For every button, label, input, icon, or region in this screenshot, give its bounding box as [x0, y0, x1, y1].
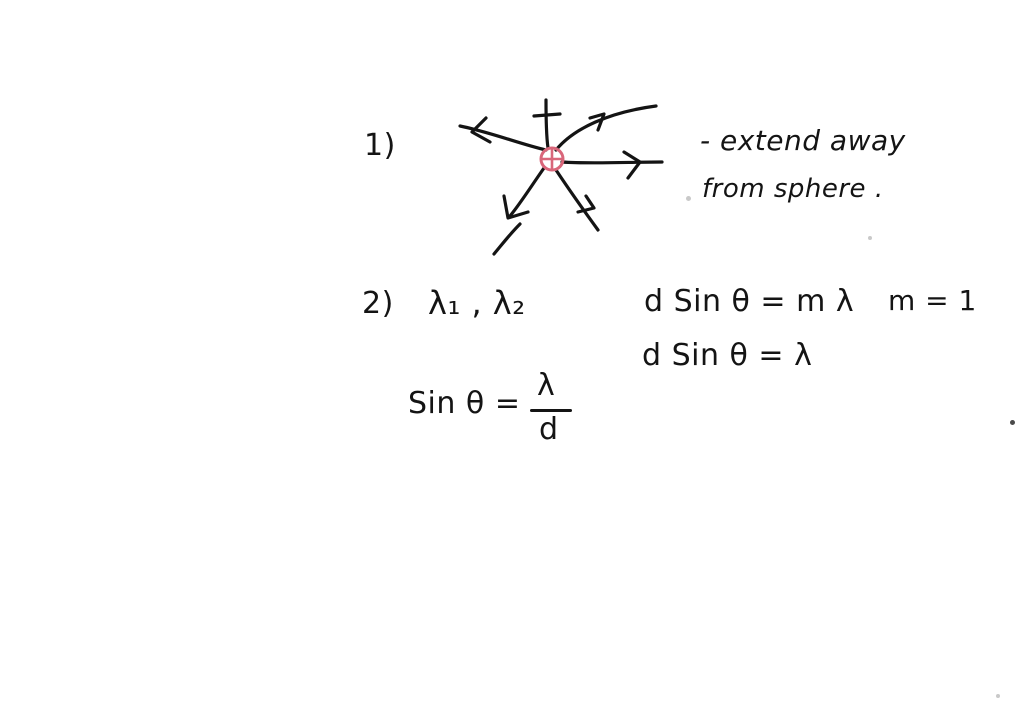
field-line-lower-left-tail [492, 222, 522, 256]
arrowhead-lower-left [502, 194, 530, 220]
first-order-equation: d Sin θ = λ [642, 338, 813, 373]
field-line-lower-right [554, 168, 600, 232]
field-lines-diagram [458, 98, 664, 256]
sin-theta-lhs: Sin θ = [408, 386, 521, 421]
arrowhead-upper-right [588, 112, 606, 132]
arrowhead-right [622, 150, 642, 180]
field-line-right [560, 160, 664, 165]
speck [868, 236, 872, 240]
note-line-1: - extend away [700, 124, 906, 157]
speck [996, 694, 1000, 698]
note-line-2: from sphere . [702, 174, 884, 204]
fraction-bar [530, 409, 572, 412]
fraction-denominator: d [539, 412, 559, 447]
speck [1010, 420, 1015, 425]
problem-2-number: 2) [362, 286, 394, 321]
problem-1-number: 1) [364, 128, 396, 163]
crossbar-top [532, 112, 562, 118]
order-value: m = 1 [888, 284, 977, 317]
field-line-top [544, 98, 550, 150]
arrowhead-lower-right [576, 194, 596, 214]
wavelengths: λ₁ , λ₂ [428, 284, 526, 322]
arrowhead-upper-left [470, 116, 492, 144]
field-line-lower-left [508, 166, 546, 218]
speck [686, 196, 691, 201]
positive-charge-icon [539, 146, 565, 172]
fraction-numerator: λ [537, 368, 556, 403]
field-line-upper-left [458, 124, 548, 152]
grating-equation: d Sin θ = m λ [644, 284, 855, 319]
field-line-upper-right [554, 104, 658, 152]
